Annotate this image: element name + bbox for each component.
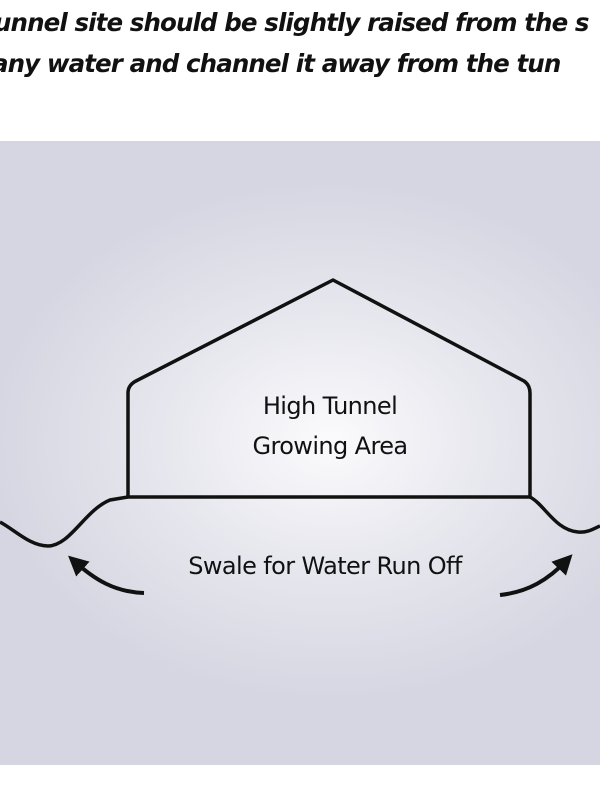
ground-line-right [529, 495, 600, 534]
arrow-left-icon [68, 555, 145, 595]
diagram-panel [0, 141, 600, 765]
caption-line-1: unnel site should be slightly raised fro… [0, 8, 590, 37]
tunnel-label-line-1: High Tunnel [262, 392, 398, 420]
ground-line-left [0, 495, 129, 548]
tunnel-outline [126, 278, 532, 499]
tunnel-label-line-2: Growing Area [252, 432, 408, 460]
swale-label: Swale for Water Run Off [188, 552, 462, 580]
caption-line-2: any water and channel it away from the t… [0, 49, 561, 78]
arrow-right-icon [499, 554, 573, 597]
